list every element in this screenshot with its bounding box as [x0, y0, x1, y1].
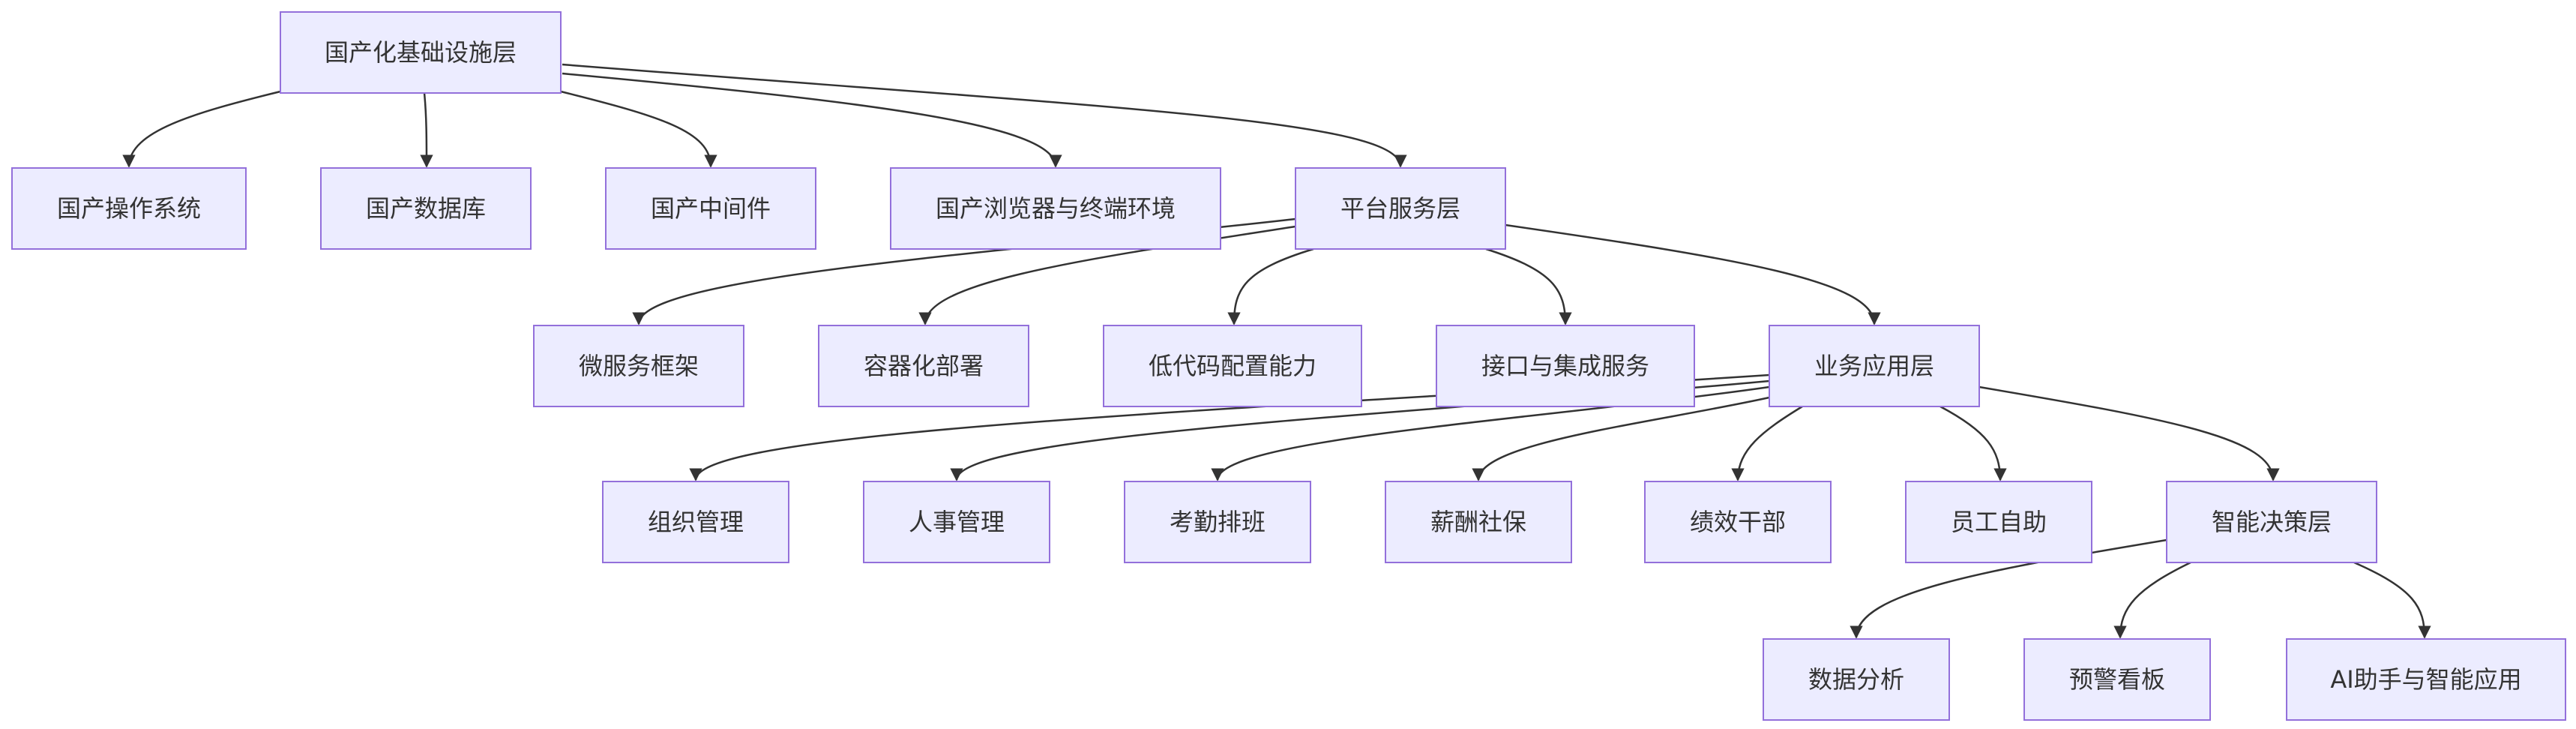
node-micro[interactable]: 微服务框架: [533, 325, 744, 407]
node-self[interactable]: 员工自助: [1905, 481, 2092, 563]
node-label-warning: 预警看板: [2069, 665, 2165, 694]
node-platform[interactable]: 平台服务层: [1295, 167, 1506, 250]
edge-infra-platform: [562, 63, 1407, 168]
node-perf[interactable]: 绩效干部: [1644, 481, 1832, 563]
node-label-biz: 业务应用层: [1814, 352, 1934, 380]
edge-infra-os: [122, 90, 281, 168]
node-label-analysis: 数据分析: [1808, 665, 1904, 694]
node-label-org: 组织管理: [648, 508, 744, 536]
node-hr[interactable]: 人事管理: [863, 481, 1050, 563]
node-os[interactable]: 国产操作系统: [11, 167, 247, 250]
node-label-salary: 薪酬社保: [1430, 508, 1526, 536]
edge-decision-warning: [2113, 561, 2191, 639]
edge-biz-decision: [1978, 386, 2280, 482]
node-label-lowcode: 低代码配置能力: [1149, 352, 1316, 380]
node-label-os: 国产操作系统: [57, 194, 201, 223]
node-label-infra: 国产化基础设施层: [325, 38, 517, 67]
edge-biz-salary: [1472, 396, 1770, 482]
node-api[interactable]: 接口与集成服务: [1436, 325, 1695, 407]
node-org[interactable]: 组织管理: [602, 481, 789, 563]
node-label-db: 国产数据库: [366, 194, 486, 223]
node-db[interactable]: 国产数据库: [320, 167, 532, 250]
edge-infra-mw: [560, 90, 717, 168]
node-label-micro: 微服务框架: [579, 352, 699, 380]
node-biz[interactable]: 业务应用层: [1769, 325, 1980, 407]
edge-infra-db: [420, 92, 433, 168]
node-label-perf: 绩效干部: [1690, 508, 1786, 536]
edge-decision-analysis: [1850, 538, 2167, 639]
edge-decision-ai: [2353, 561, 2431, 639]
node-analysis[interactable]: 数据分析: [1763, 638, 1950, 721]
node-label-browser: 国产浏览器与终端环境: [936, 194, 1176, 223]
node-attendance[interactable]: 考勤排班: [1124, 481, 1311, 563]
node-ai[interactable]: AI助手与智能应用: [2286, 638, 2566, 721]
node-browser[interactable]: 国产浏览器与终端环境: [890, 167, 1221, 250]
node-salary[interactable]: 薪酬社保: [1385, 481, 1572, 563]
node-label-platform: 平台服务层: [1340, 194, 1460, 223]
nodes: 国产化基础设施层 国产操作系统 国产数据库 国产中间件 国产浏览器与终端环境 平…: [11, 11, 2566, 721]
node-decision[interactable]: 智能决策层: [2166, 481, 2377, 563]
node-label-hr: 人事管理: [909, 508, 1005, 536]
node-label-ai: AI助手与智能应用: [2330, 665, 2521, 694]
edge-biz-perf: [1731, 405, 1803, 482]
node-label-api: 接口与集成服务: [1481, 352, 1649, 380]
node-label-decision: 智能决策层: [2212, 508, 2332, 536]
node-infra[interactable]: 国产化基础设施层: [280, 11, 562, 94]
node-warning[interactable]: 预警看板: [2023, 638, 2211, 721]
edge-platform-biz: [1505, 224, 1881, 326]
node-label-attendance: 考勤排班: [1170, 508, 1266, 536]
node-mw[interactable]: 国产中间件: [605, 167, 816, 250]
edge-infra-browser: [562, 72, 1062, 168]
node-label-mw: 国产中间件: [651, 194, 771, 223]
node-lowcode[interactable]: 低代码配置能力: [1103, 325, 1362, 407]
edge-platform-api: [1485, 248, 1572, 326]
edge-platform-lowcode: [1227, 248, 1314, 326]
node-container[interactable]: 容器化部署: [818, 325, 1029, 407]
edge-biz-self: [1939, 405, 2007, 482]
node-label-self: 员工自助: [1951, 508, 2047, 536]
node-label-container: 容器化部署: [864, 352, 984, 380]
